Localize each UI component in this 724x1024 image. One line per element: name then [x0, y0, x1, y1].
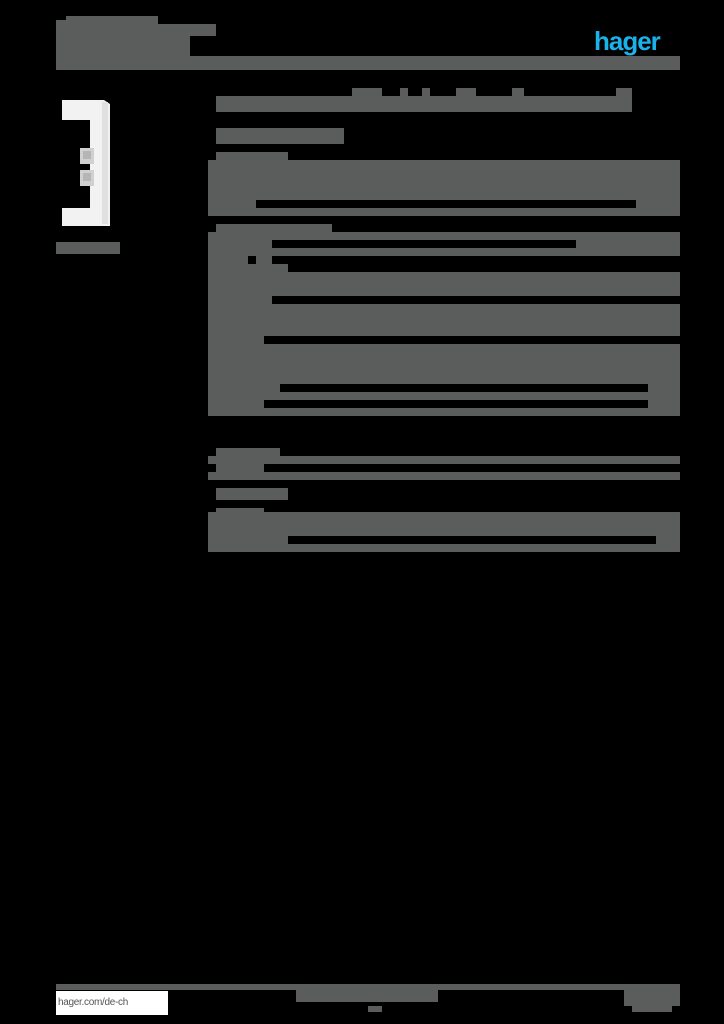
product-image	[60, 98, 112, 228]
footer-url[interactable]: hager.com/de-ch	[58, 997, 128, 1008]
product-caption-redacted	[56, 242, 120, 254]
hager-logo: hager	[594, 26, 661, 56]
logo-subline	[580, 56, 680, 60]
footer-rule	[56, 984, 680, 990]
footer-url-box[interactable]: hager.com/de-ch	[56, 991, 168, 1015]
